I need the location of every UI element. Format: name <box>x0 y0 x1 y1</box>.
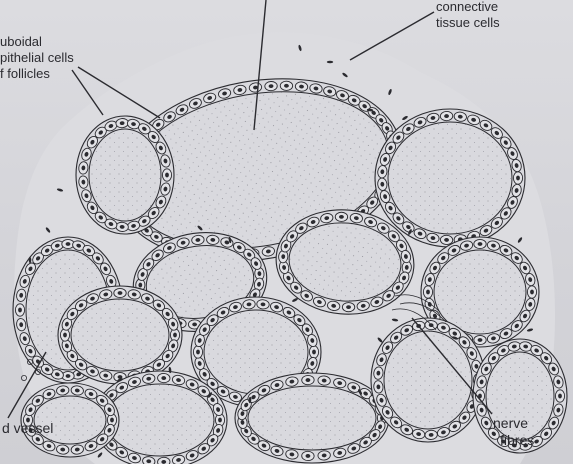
cell-nucleus <box>63 333 67 338</box>
connective-tissue-cell <box>327 61 333 64</box>
epithelial-cell <box>15 304 24 316</box>
follicle-colloid <box>106 384 214 456</box>
label-nerve-fibres-line2: fibres <box>500 433 534 447</box>
follicle <box>375 109 525 247</box>
cell-nucleus <box>516 176 520 181</box>
epithelial-cell <box>114 288 126 297</box>
epithelial-cell <box>170 329 179 341</box>
label-cuboidal-line1: uboidal <box>0 35 42 49</box>
cell-nucleus <box>165 173 169 178</box>
follicle <box>58 286 182 384</box>
epithelial-cell <box>342 303 354 312</box>
epithelial-cell <box>555 390 564 402</box>
epithelial-cell <box>335 212 347 221</box>
cell-nucleus <box>196 350 200 355</box>
cell-nucleus <box>312 350 316 355</box>
epithelial-cell <box>474 239 486 248</box>
label-connective-tissue-line1: connective <box>436 0 498 14</box>
follicle-colloid <box>384 331 472 429</box>
follicle-colloid <box>71 299 169 371</box>
cell-nucleus <box>66 242 71 246</box>
follicle <box>76 116 174 234</box>
epithelial-cell <box>60 329 69 341</box>
cell-nucleus <box>118 291 123 295</box>
cell-nucleus <box>426 290 430 295</box>
pointer-line-connective <box>350 12 434 60</box>
cell-nucleus <box>478 338 483 342</box>
cell-nucleus <box>110 418 114 423</box>
cell-nucleus <box>346 305 351 309</box>
epithelial-cell <box>425 430 438 440</box>
epithelial-cell <box>474 335 486 344</box>
cell-nucleus <box>18 308 22 313</box>
follicle-colloid <box>89 129 161 221</box>
epithelial-cell <box>193 346 202 358</box>
follicle-colloid <box>388 122 512 234</box>
follicle <box>235 373 389 463</box>
cell-nucleus <box>218 418 222 423</box>
cell-nucleus <box>66 374 71 378</box>
epithelial-cell <box>309 346 318 358</box>
epithelial-cell <box>527 286 536 298</box>
label-blood-vessel: d vessel <box>2 421 53 435</box>
cell-nucleus <box>478 242 483 246</box>
follicle-colloid <box>248 386 376 450</box>
epithelial-cell <box>423 286 432 298</box>
cell-nucleus <box>192 323 197 327</box>
epithelial-cell <box>302 451 315 461</box>
label-cuboidal-line3: f follicles <box>0 67 50 81</box>
cell-nucleus <box>173 333 177 338</box>
epithelial-cell <box>280 81 293 90</box>
cell-nucleus <box>339 215 344 219</box>
cell-nucleus <box>530 290 534 295</box>
label-connective-tissue-line2: tissue cells <box>436 16 500 30</box>
cell-nucleus <box>558 394 562 399</box>
label-nerve-fibres-line1: nerve <box>493 416 528 430</box>
epithelial-cell <box>157 373 170 383</box>
epithelial-cell <box>265 81 278 91</box>
epithelial-cell <box>162 169 171 181</box>
label-cuboidal-line2: pithelial cells <box>0 51 74 65</box>
epithelial-cell <box>513 172 522 184</box>
epithelial-cell <box>440 111 453 121</box>
epithelial-cell <box>302 375 315 385</box>
